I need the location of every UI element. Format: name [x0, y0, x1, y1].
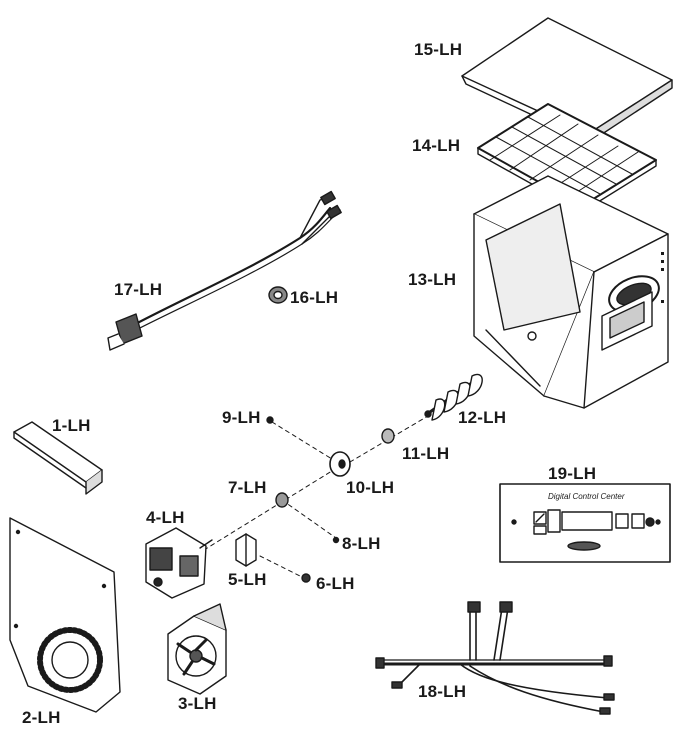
label-13-lh: 13-LH: [408, 270, 457, 289]
part-6-nut: [301, 573, 311, 583]
part-18-wiring-harness: [375, 601, 615, 715]
label-17-lh: 17-LH: [114, 280, 163, 299]
assembly-dashed-lines: [203, 415, 429, 579]
part-2-side-panel: [9, 517, 121, 713]
label-5-lh: 5-LH: [228, 570, 267, 589]
part-7-coupler: [275, 492, 289, 508]
control-panel-title: Digital Control Center: [548, 492, 625, 501]
part-1-bracket: [13, 421, 103, 495]
part-12-auger: [424, 373, 483, 421]
label-12-lh: 12-LH: [458, 408, 507, 427]
label-1-lh: 1-LH: [52, 416, 91, 435]
label-4-lh: 4-LH: [146, 508, 185, 527]
part-14-grate: [477, 103, 657, 213]
part-15-lid: [461, 17, 673, 143]
label-8-lh: 8-LH: [342, 534, 381, 553]
label-14-lh: 14-LH: [412, 136, 461, 155]
label-19-lh: 19-LH: [548, 464, 597, 483]
part-4-motor: [145, 527, 213, 599]
label-3-lh: 3-LH: [178, 694, 217, 713]
part-16-grommet: [268, 286, 288, 304]
label-15-lh: 15-LH: [414, 40, 463, 59]
label-10-lh: 10-LH: [346, 478, 395, 497]
label-9-lh: 9-LH: [222, 408, 261, 427]
label-18-lh: 18-LH: [418, 682, 467, 701]
part-10-hub: [329, 451, 351, 477]
part-11-bushing: [381, 428, 395, 444]
part-3-fan: [167, 603, 227, 695]
part-9-screw: [266, 416, 274, 424]
part-13-hopper: [473, 175, 669, 409]
label-6-lh: 6-LH: [316, 574, 355, 593]
label-2-lh: 2-LH: [22, 708, 61, 727]
part-5-bracket: [235, 533, 257, 567]
part-17-cable: [107, 190, 342, 351]
label-11-lh: 11-LH: [402, 444, 450, 463]
label-7-lh: 7-LH: [228, 478, 267, 497]
label-16-lh: 16-LH: [290, 288, 339, 307]
part-19-control-panel: [499, 483, 671, 563]
part-8-screw: [332, 536, 340, 544]
